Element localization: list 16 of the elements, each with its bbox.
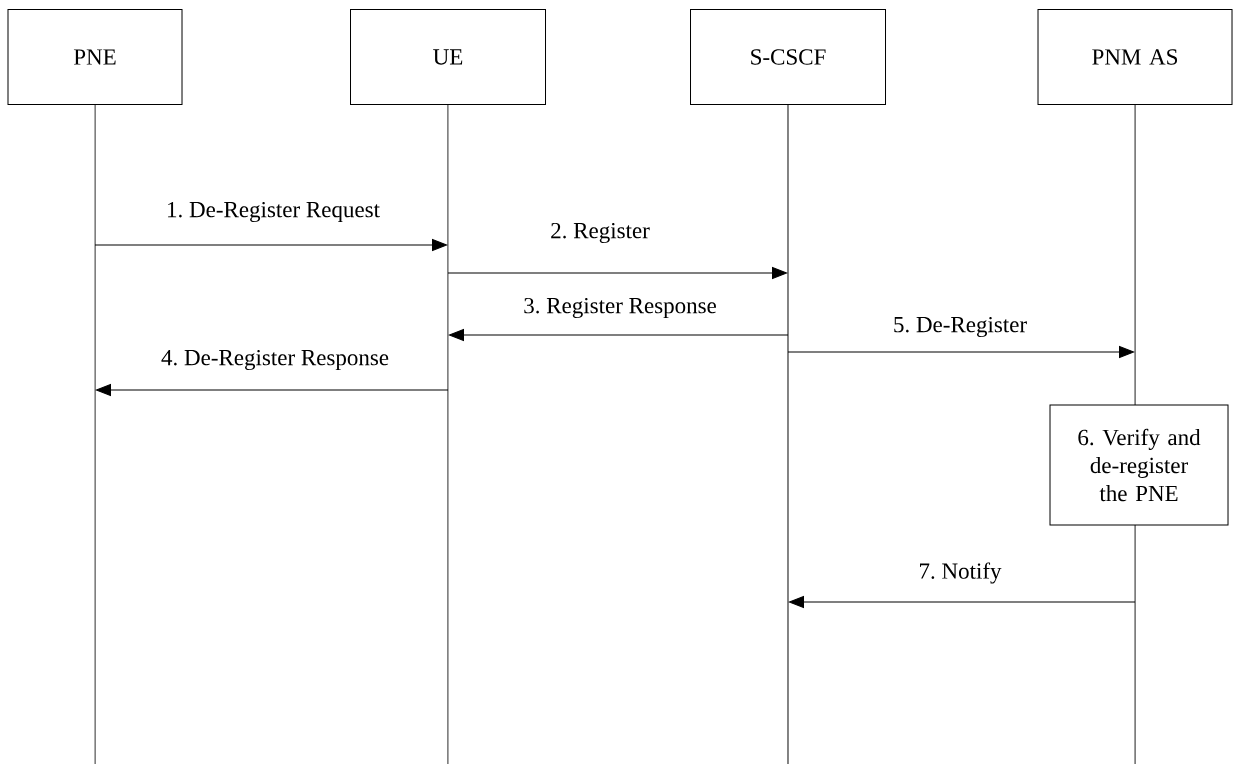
edge-label: 2. Register	[549, 221, 651, 245]
edge-label: 3. Register Response	[522, 296, 718, 320]
arrow	[447, 267, 788, 279]
arrow	[788, 596, 1136, 608]
edge-label: 1. De-Register Request	[165, 200, 381, 224]
arrow	[448, 329, 789, 341]
participant-box: PNE	[7, 9, 183, 105]
participant-box: S-CSCF	[690, 9, 886, 105]
edge-label: 4. De-Register Response	[160, 348, 391, 372]
participant-box: PNM AS	[1037, 9, 1233, 105]
arrow	[787, 346, 1135, 358]
participant-box: UE	[350, 9, 546, 105]
edge-label: 7. Notify	[917, 561, 1003, 585]
arrow	[94, 239, 448, 251]
edge-label: 5. De-Register	[891, 315, 1029, 339]
arrow	[95, 384, 449, 396]
